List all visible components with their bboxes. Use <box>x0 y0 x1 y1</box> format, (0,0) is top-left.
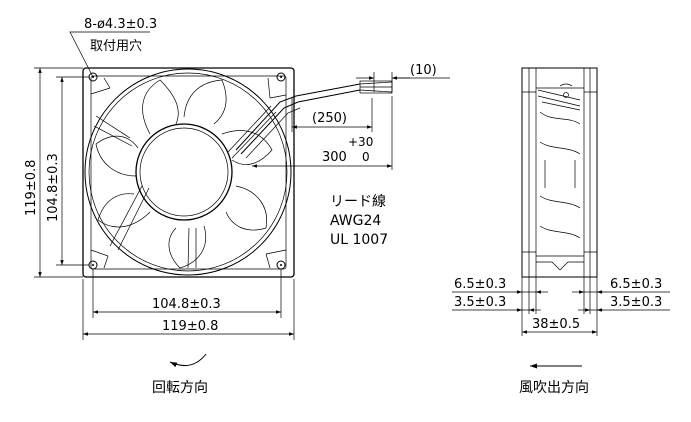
rotation-arrow-icon <box>169 353 207 368</box>
side-dimensions: 6.5±0.3 3.5±0.3 6.5±0.3 3.5±0.3 38±0.5 <box>452 277 670 336</box>
fan-frame <box>82 67 295 278</box>
hole-callout: 8-ø4.3±0.3 取付用穴 <box>69 17 157 78</box>
lead-length-label: (250) <box>312 111 347 126</box>
side-left-bottom-dim: 3.5±0.3 <box>454 295 506 310</box>
side-profile <box>521 67 598 278</box>
side-view: 6.5±0.3 3.5±0.3 6.5±0.3 3.5±0.3 38±0.5 風… <box>452 67 670 396</box>
side-left-top-dim: 6.5±0.3 <box>454 277 506 292</box>
width-dimensions: 104.8±0.3 119±0.8 <box>82 269 295 340</box>
airflow-caption-label: 風吹出方向 <box>519 380 589 396</box>
side-depth-label: 38±0.5 <box>532 317 580 332</box>
lead-tip-label: (10) <box>410 63 437 78</box>
height-dimensions: 119±0.8 104.8±0.3 <box>24 67 89 278</box>
fan-blades <box>95 79 273 269</box>
airflow-indicator: 風吹出方向 <box>519 363 589 396</box>
wire-gauge-label: AWG24 <box>330 213 381 229</box>
width-pitch-label: 104.8±0.3 <box>152 297 221 312</box>
wire-caption-label: リード線 <box>330 194 386 210</box>
mounting-hole <box>276 72 286 82</box>
lead-wire <box>235 80 393 159</box>
wire-standard-label: UL 1007 <box>330 232 388 248</box>
mounting-holes <box>88 72 286 270</box>
rotation-indicator: 回転方向 <box>152 353 208 396</box>
wire-spec: リード線 AWG24 UL 1007 <box>330 194 388 248</box>
side-right-top-dim: 6.5±0.3 <box>610 277 662 292</box>
cable-tolerance-lower: 0 <box>362 150 370 164</box>
rotation-caption-label: 回転方向 <box>152 380 208 396</box>
width-outer-label: 119±0.8 <box>162 319 218 334</box>
hole-caption-label: 取付用穴 <box>90 39 142 54</box>
side-right-bottom-dim: 3.5±0.3 <box>610 295 662 310</box>
cable-tolerance-upper: +30 <box>348 135 373 149</box>
cable-length-label: 300 <box>322 150 347 165</box>
front-view: 8-ø4.3±0.3 取付用穴 (10) (250) +30 300 0 リード… <box>24 17 450 396</box>
lead-dimensions: (10) (250) +30 300 0 <box>251 63 450 170</box>
fan-hub <box>135 123 233 221</box>
height-outer-label: 119±0.8 <box>24 160 39 216</box>
hole-spec-label: 8-ø4.3±0.3 <box>84 17 157 32</box>
height-pitch-label: 104.8±0.3 <box>46 153 61 222</box>
